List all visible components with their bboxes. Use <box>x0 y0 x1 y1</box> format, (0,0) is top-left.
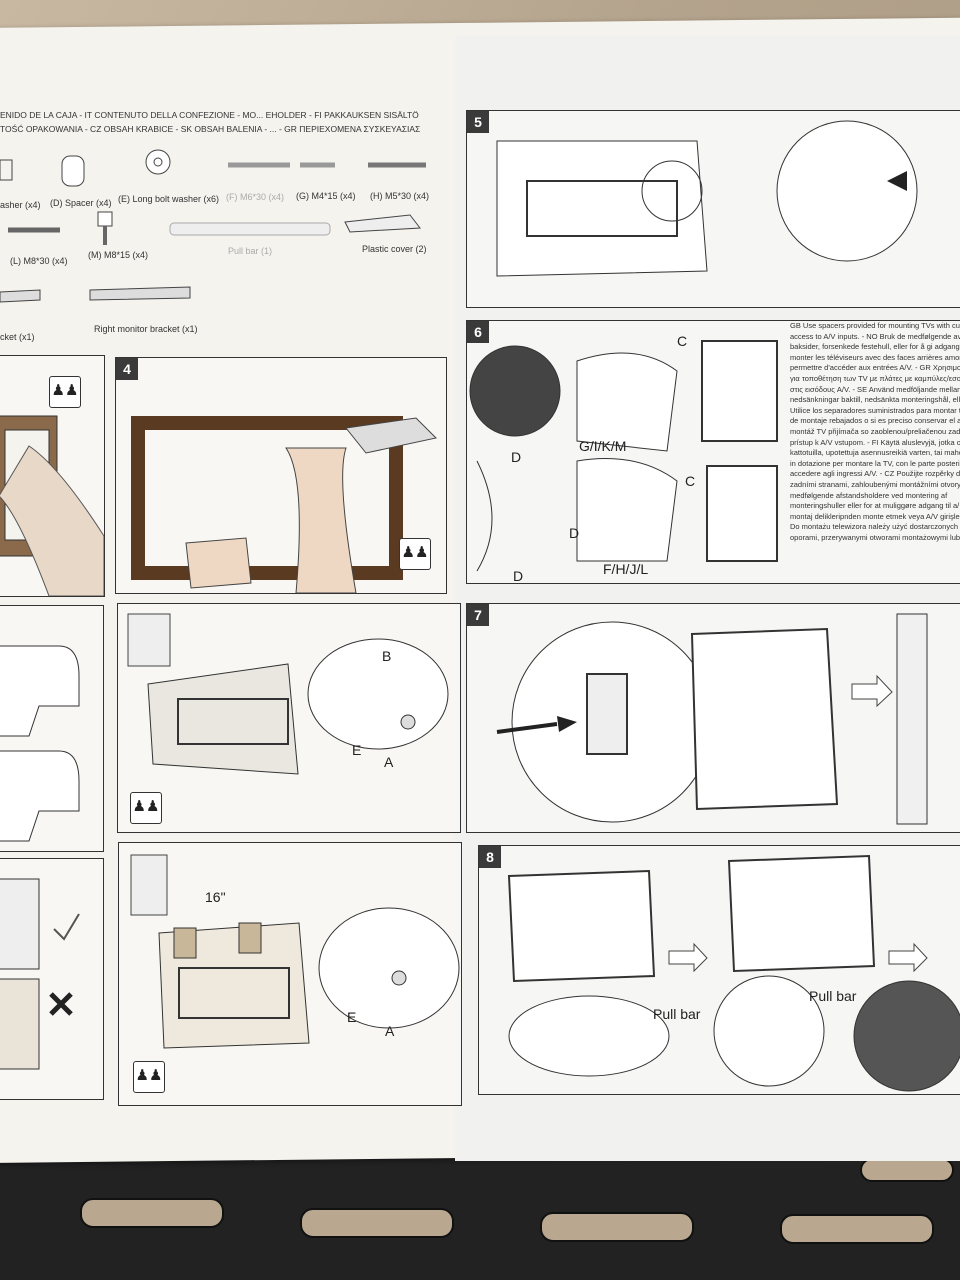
callout-c: C <box>677 333 688 349</box>
part-left-bracket-label: cket (x1) <box>0 332 35 342</box>
bracket-slot <box>300 1208 454 1238</box>
part-f-screw-label: (F) M6*30 (x4) <box>226 192 285 202</box>
callout-fhjl: F/H/J/L <box>603 561 649 577</box>
instruction-line: στις εισόδους A/V. - SE Använd medföljan… <box>790 384 960 394</box>
callout-a: A <box>384 754 394 770</box>
instruction-line: permettre d'accéder aux entrées A/V. - G… <box>790 363 960 373</box>
step-6-number: 6 <box>467 321 489 343</box>
step-7-panel: 7 <box>466 603 960 833</box>
parts-drawings <box>0 149 426 303</box>
callout-b: B <box>382 648 392 664</box>
callout-a: A <box>385 1023 395 1039</box>
two-people-icon: ♟♟ <box>130 792 162 824</box>
two-people-icon: ♟♟ <box>49 376 81 408</box>
instruction-line: accedere agli ingressi A/V. - CZ Použijt… <box>790 469 960 479</box>
bracket-slot <box>80 1198 224 1228</box>
step-8-number: 8 <box>479 846 501 868</box>
step-3-panel: ♟♟ <box>0 355 105 597</box>
instruction-line: prístup k A/V vstupom. - FI Käytä alusle… <box>790 437 960 447</box>
instruction-line: monteringshuller eller for at muliggøre … <box>790 501 960 511</box>
part-h-screw-label: (H) M5*30 (x4) <box>370 191 430 201</box>
contents-header: ENIDO DE LA CAJA - IT CONTENUTO DELLA CO… <box>0 108 420 136</box>
header-line-2: TOŚĆ OPAKOWANIA - CZ OBSAH KRABICE - SK … <box>0 124 421 134</box>
instruction-line: monter les téléviseurs avec des faces ar… <box>790 352 960 362</box>
instruction-line: medfølgende afstandsholdere ved monterin… <box>790 490 948 500</box>
part-right-bracket-label: Right monitor bracket (x1) <box>94 324 198 334</box>
part-pull-bar-label: Pull bar (1) <box>228 246 273 256</box>
pull-bar-label: Pull bar <box>809 988 857 1004</box>
part-washer-label: asher (x4) <box>0 200 41 210</box>
callout-gikm: G/I/K/M <box>579 438 627 454</box>
wall-type-panel <box>0 858 104 1100</box>
instruction-line: in dotazione per montare la TV, con le p… <box>790 458 960 468</box>
part-spacer-label: (D) Spacer (x4) <box>50 198 112 208</box>
instruction-line: Utilice los separadores suministrados pa… <box>790 405 960 415</box>
instruction-line: για τοποθέτηση των TV με πλάτες με καμπύ… <box>790 373 960 383</box>
callout-d: D <box>511 449 522 465</box>
part-m-screw-label: (M) M8*15 (x4) <box>88 250 149 260</box>
step-5-number: 5 <box>467 111 489 133</box>
pull-bar-label: Pull bar <box>653 1006 701 1022</box>
part-g-screw-label: (G) M4*15 (x4) <box>296 191 356 201</box>
bracket-slot <box>780 1214 934 1244</box>
step-5-panel: 5 <box>466 110 960 308</box>
step-4-number: 4 <box>116 358 138 380</box>
metal-tv-bracket <box>0 1150 960 1280</box>
two-people-icon: ♟♟ <box>399 538 431 570</box>
callout-e: E <box>347 1009 357 1025</box>
callout-d: D <box>513 568 524 584</box>
instruction-line: kattotuilla, upotettuja asennusreikiä va… <box>790 448 960 458</box>
step-4-panel: 4 ♟♟ <box>115 357 447 594</box>
drill-panel <box>0 605 104 852</box>
callout-c: C <box>685 473 696 489</box>
instruction-line: GB Use spacers provided for mounting TVs… <box>790 321 960 330</box>
instruction-line: zadními stranami, zahloubenými montážním… <box>790 479 960 489</box>
instruction-line: access to A/V inputs. - NO Bruk de medfø… <box>790 331 960 341</box>
wood-stud-panel: 16" E A ♟♟ <box>118 842 462 1106</box>
concrete-wall-panel: ♟♟ B E A <box>117 603 461 833</box>
step-7-number: 7 <box>467 604 489 626</box>
instruction-line: de montaje rebajados o si es preciso con… <box>790 416 960 426</box>
bracket-slot <box>540 1212 694 1242</box>
callout-d: D <box>569 525 580 541</box>
part-plastic-cover-label: Plastic cover (2) <box>362 244 427 254</box>
part-l-screw-label: (L) M8*30 (x4) <box>10 256 68 266</box>
instruction-line: baksider, forsenkede festehull, eller fo… <box>790 342 960 352</box>
part-long-washer-label: (E) Long bolt washer (x6) <box>118 194 220 204</box>
bracket-slot <box>860 1158 954 1182</box>
header-line-1: ENIDO DE LA CAJA - IT CONTENUTO DELLA CO… <box>0 110 419 120</box>
instruction-line: Do montażu telewizora należy użyć dostar… <box>790 522 958 532</box>
step-6-instructions: GB Use spacers provided for mounting TVs… <box>790 321 960 543</box>
step-6-panel: 6 C G/I/K/M D C D D F/H/J/L GB Use space… <box>466 320 960 584</box>
instruction-line: oporami, przerywanymi otworami montażowy… <box>790 532 960 542</box>
instruction-line: montáž TV přijímača so zaoblenou/preliač… <box>790 426 960 436</box>
callout-e: E <box>352 742 362 758</box>
two-people-icon: ♟♟ <box>133 1061 165 1093</box>
instruction-line: montaj delikleriрnden monte etmek veya A… <box>790 511 960 521</box>
step-8-panel: 8 Pull bar Pull bar <box>478 845 960 1095</box>
dimension-16-inch: 16" <box>205 889 226 905</box>
instruction-line: nedsänkningar baktill, nedsänkta monteri… <box>790 395 960 405</box>
